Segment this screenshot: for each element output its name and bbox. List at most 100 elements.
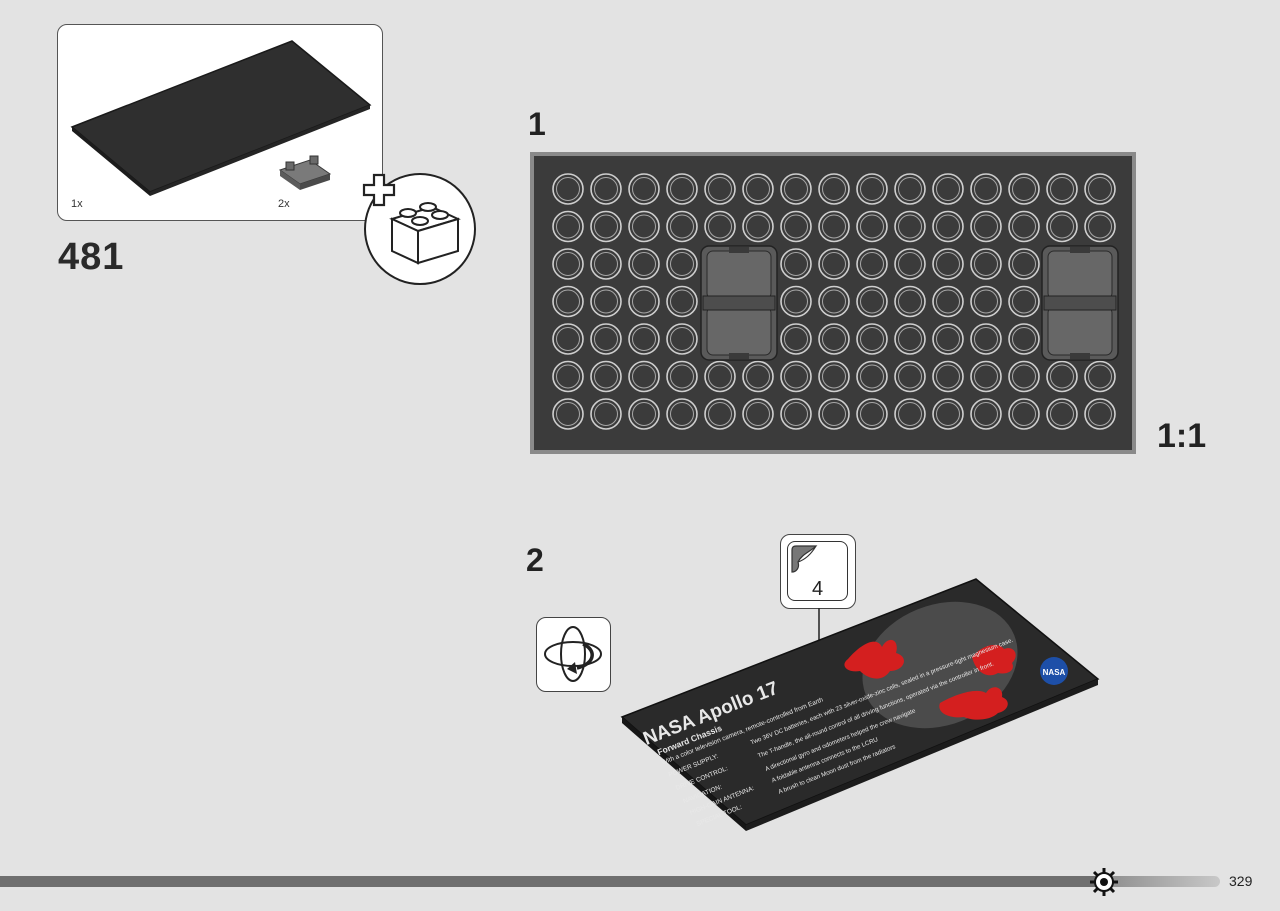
scale-indicator: 1:1 xyxy=(1157,417,1207,455)
stud xyxy=(666,248,698,280)
stud xyxy=(894,360,926,393)
stud xyxy=(628,285,660,318)
stud xyxy=(1008,248,1040,280)
stud xyxy=(1084,173,1116,205)
stud xyxy=(552,210,584,243)
parts-list-box: 1x 2x xyxy=(57,24,383,221)
stud xyxy=(1084,210,1116,243)
stud xyxy=(666,210,698,243)
stud xyxy=(742,173,774,205)
stud xyxy=(742,398,774,430)
plus-icon xyxy=(362,173,396,207)
stud xyxy=(818,210,850,243)
stud xyxy=(704,398,736,430)
stud xyxy=(970,398,1002,430)
stud xyxy=(932,173,964,205)
stud xyxy=(666,285,698,318)
plate-quantity: 1x xyxy=(71,198,83,210)
stud xyxy=(780,285,812,318)
stud xyxy=(628,360,660,393)
stud xyxy=(704,360,736,393)
footer-progress-track xyxy=(1098,876,1220,887)
stud xyxy=(590,173,622,205)
stud xyxy=(818,248,850,280)
stud xyxy=(780,398,812,430)
stud xyxy=(552,285,584,318)
stud xyxy=(590,360,622,393)
stud xyxy=(704,173,736,205)
stud xyxy=(590,285,622,318)
stud xyxy=(932,323,964,355)
stud xyxy=(1008,173,1040,205)
stud xyxy=(856,248,888,280)
footer-progress-bar xyxy=(0,876,1100,887)
stud xyxy=(932,398,964,430)
stud xyxy=(628,248,660,280)
stud xyxy=(552,323,584,355)
rotate-icon xyxy=(544,626,602,682)
stud xyxy=(970,360,1002,393)
brick-icon xyxy=(389,202,461,265)
stud xyxy=(970,173,1002,205)
stud xyxy=(780,323,812,355)
stud xyxy=(780,173,812,205)
apollo-plaque: NASA NASA Apollo 17 Forward Chassis With… xyxy=(620,575,1102,838)
stud xyxy=(780,210,812,243)
step-number-2: 2 xyxy=(526,542,544,578)
stud xyxy=(1046,210,1078,243)
stud xyxy=(1008,398,1040,430)
stud xyxy=(970,323,1002,355)
stud xyxy=(1046,173,1078,205)
nasa-logo xyxy=(1040,657,1068,685)
stud xyxy=(742,210,774,243)
stud xyxy=(818,323,850,355)
stud xyxy=(856,210,888,243)
stud xyxy=(552,398,584,430)
stud xyxy=(1008,285,1040,318)
stud xyxy=(894,285,926,318)
stud xyxy=(666,360,698,393)
page-number: 329 xyxy=(1229,873,1253,889)
stud xyxy=(590,210,622,243)
sticker-callout: 4 xyxy=(780,534,856,609)
nasa-logo-text: NASA xyxy=(1043,668,1066,677)
stud xyxy=(666,398,698,430)
stud xyxy=(1008,210,1040,243)
stud xyxy=(932,360,964,393)
stud xyxy=(970,285,1002,318)
stud xyxy=(818,173,850,205)
stud xyxy=(1084,398,1116,430)
stud xyxy=(552,360,584,393)
stud xyxy=(590,248,622,280)
tile-clip xyxy=(1041,245,1119,361)
red-map-graphic xyxy=(844,639,1016,720)
stud xyxy=(856,323,888,355)
stud xyxy=(666,323,698,355)
sticker-icon: 4 xyxy=(787,541,848,601)
stud xyxy=(666,173,698,205)
stud xyxy=(628,210,660,243)
stud xyxy=(932,248,964,280)
stud xyxy=(894,210,926,243)
stud xyxy=(856,398,888,430)
stud xyxy=(818,285,850,318)
stud xyxy=(856,360,888,393)
stud xyxy=(1008,323,1040,355)
stud xyxy=(894,323,926,355)
parts-illustration xyxy=(70,40,372,196)
stud xyxy=(1008,360,1040,393)
stud xyxy=(894,173,926,205)
stud xyxy=(780,360,812,393)
stud xyxy=(628,323,660,355)
stud xyxy=(818,360,850,393)
stud xyxy=(552,248,584,280)
stud xyxy=(552,173,584,205)
new-parts-badge xyxy=(362,173,480,296)
step-counter: 481 xyxy=(58,236,125,278)
stud xyxy=(818,398,850,430)
stud xyxy=(932,285,964,318)
sticker-number: 4 xyxy=(811,578,824,600)
stud xyxy=(704,210,736,243)
stud xyxy=(1046,398,1078,430)
step-number-1: 1 xyxy=(528,106,546,142)
